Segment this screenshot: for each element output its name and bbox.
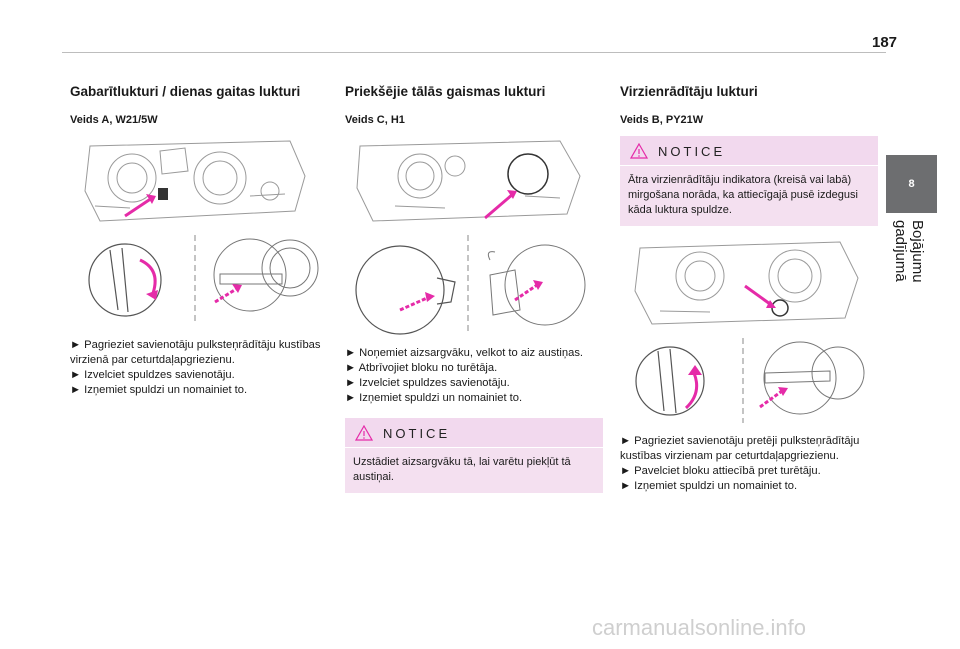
step-1: ► Pagrieziet savienotāju pretēji pulkste… [620, 435, 860, 462]
step-1: ► Noņemiet aizsargvāku, velkot to aiz au… [345, 347, 584, 359]
chapter-title: Bojājumu gadījumā [892, 220, 926, 283]
step-2: ► Atbrīvojiet bloku no turētāja. [345, 362, 498, 374]
section-position-lamps: Gabarītlukturi / dienas gaitas lukturi V… [70, 84, 328, 398]
page-number: 187 [872, 34, 898, 51]
headlamp-illustration [356, 140, 581, 222]
step-2: ► Pavelciet bloku attiecībā pret turētāj… [620, 465, 821, 477]
connector-rotation-illustration [635, 338, 865, 423]
header-divider [62, 52, 886, 53]
notice-box: NOTICE Ātra virzienrādītāju indikatora (… [620, 136, 878, 226]
section-high-beam: Priekšējie tālās gaismas lukturi Veids C… [345, 84, 603, 493]
bulb-type: Veids C, H1 [345, 114, 405, 126]
headlamp-illustration [634, 241, 859, 325]
notice-text: Uzstādiet aizsargvāku tā, lai varētu pie… [345, 447, 603, 493]
section-direction-indicators: Virzienrādītāju lukturi Veids B, PY21W N… [620, 84, 878, 494]
chapter-number: 8 [908, 178, 915, 190]
connector-rotation-illustration [88, 235, 319, 325]
watermark: carmanualsonline.info [592, 615, 807, 640]
chapter-tab[interactable]: 8 [886, 155, 937, 213]
notice-box: NOTICE Uzstādiet aizsargvāku tā, lai var… [345, 418, 603, 493]
section-heading: Priekšējie tālās gaismas lukturi [345, 84, 546, 99]
step-2: ► Izvelciet spuldzes savienotāju. [70, 369, 235, 381]
warning-icon [355, 425, 373, 441]
section-heading: Virzienrādītāju lukturi [620, 84, 758, 99]
step-3: ► Izņemiet spuldzi un nomainiet to. [620, 480, 798, 492]
headlamp-illustration [84, 140, 306, 222]
warning-icon [630, 143, 648, 159]
step-1: ► Pagrieziet savienotāju pulksteņrādītāj… [70, 339, 321, 366]
section-heading: Gabarītlukturi / dienas gaitas lukturi [70, 84, 301, 99]
notice-text: Ātra virzienrādītāju indikatora (kreisā … [620, 165, 878, 226]
step-4: ► Izņemiet spuldzi un nomainiet to. [345, 392, 523, 404]
step-3: ► Izvelciet spuldzes savienotāju. [345, 377, 510, 389]
step-3: ► Izņemiet spuldzi un nomainiet to. [70, 384, 248, 396]
bulb-type: Veids B, PY21W [620, 114, 704, 126]
bulb-type: Veids A, W21/5W [70, 114, 158, 126]
notice-title: NOTICE [658, 143, 726, 159]
notice-title: NOTICE [383, 425, 451, 441]
cover-removal-illustration [355, 235, 586, 335]
